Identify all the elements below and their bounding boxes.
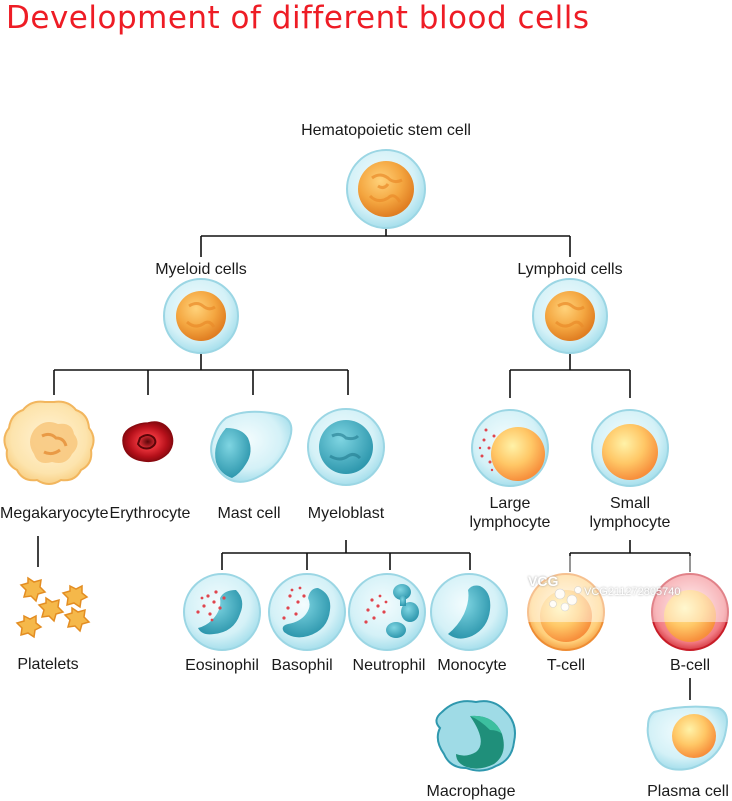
label-stem-cell: Hematopoietic stem cell — [301, 122, 471, 139]
b-cell — [651, 573, 729, 651]
label-megakaryocyte: Megakaryocyte — [0, 505, 109, 522]
label-small-lymphocyte-line1: Small — [609, 495, 650, 512]
label-t-cell: T-cell — [546, 657, 586, 674]
basophil-cell — [268, 573, 346, 651]
plasma-cell — [646, 705, 728, 771]
label-eosinophil: Eosinophil — [185, 657, 259, 674]
label-lymphoid-cells: Lymphoid cells — [517, 261, 623, 278]
stem-cell — [346, 149, 426, 229]
large-lymphocyte-cell — [471, 409, 549, 487]
myeloid-cell — [163, 278, 239, 354]
lymphoid-cell — [532, 278, 608, 354]
label-mast-cell: Mast cell — [217, 505, 281, 522]
myeloblast-cell — [307, 408, 385, 486]
label-basophil: Basophil — [271, 657, 333, 674]
label-large-lymphocyte-line1: Large — [489, 495, 531, 512]
erythrocyte-cell — [122, 421, 174, 463]
label-b-cell: B-cell — [669, 657, 710, 674]
label-myeloblast: Myeloblast — [307, 505, 385, 522]
label-small-lymphocyte-line2: lymphocyte — [589, 514, 671, 531]
watermark — [512, 556, 732, 622]
label-neutrophil: Neutrophil — [352, 657, 426, 674]
label-large-lymphocyte-line2: lymphocyte — [469, 514, 551, 531]
tree-connectors — [37, 225, 691, 700]
label-monocyte: Monocyte — [437, 657, 507, 674]
watermark-id: VCG211272805740 — [584, 586, 681, 598]
neutrophil-cell — [348, 573, 426, 651]
eosinophil-cell — [183, 573, 261, 651]
label-plasma-cell: Plasma cell — [647, 783, 729, 800]
label-macrophage: Macrophage — [426, 783, 516, 800]
mast-cell — [210, 410, 293, 483]
label-erythrocyte: Erythrocyte — [109, 505, 191, 522]
monocyte-cell — [430, 573, 508, 651]
macrophage-cell — [435, 700, 516, 772]
megakaryocyte-cell — [3, 400, 95, 485]
label-myeloid-cells: Myeloid cells — [155, 261, 247, 278]
page-title: Development of different blood cells — [6, 0, 590, 36]
label-platelets: Platelets — [17, 656, 79, 673]
platelets — [15, 576, 91, 639]
watermark-logo: VCG — [528, 573, 559, 589]
small-lymphocyte-cell — [591, 409, 669, 487]
